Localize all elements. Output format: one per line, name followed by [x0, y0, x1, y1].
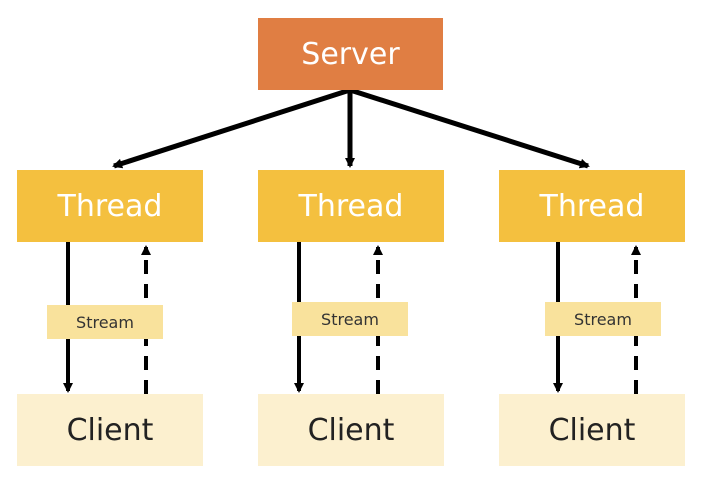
thread-label: Thread — [57, 188, 163, 224]
stream-label-box-2: Stream — [292, 302, 408, 336]
thread-label: Thread — [539, 188, 645, 224]
stream-label: Stream — [321, 309, 379, 329]
stream-label-box-3: Stream — [545, 302, 661, 336]
stream-label: Stream — [76, 312, 134, 332]
server-to-thread-3-arrow — [349, 87, 590, 169]
client-label: Client — [66, 412, 154, 448]
client-box-1: Client — [17, 394, 203, 466]
thread-label: Thread — [298, 188, 404, 224]
stream-label-box-1: Stream — [47, 305, 163, 339]
thread-box-1: Thread — [17, 170, 203, 242]
server-to-thread-1-arrow — [112, 87, 351, 169]
client-label: Client — [307, 412, 395, 448]
client-label: Client — [548, 412, 636, 448]
server-box: Server — [258, 18, 443, 90]
client-box-3: Client — [499, 394, 685, 466]
stream-label: Stream — [574, 309, 632, 329]
server-label: Server — [301, 36, 400, 72]
client-box-2: Client — [258, 394, 444, 466]
thread-box-2: Thread — [258, 170, 444, 242]
thread-box-3: Thread — [499, 170, 685, 242]
